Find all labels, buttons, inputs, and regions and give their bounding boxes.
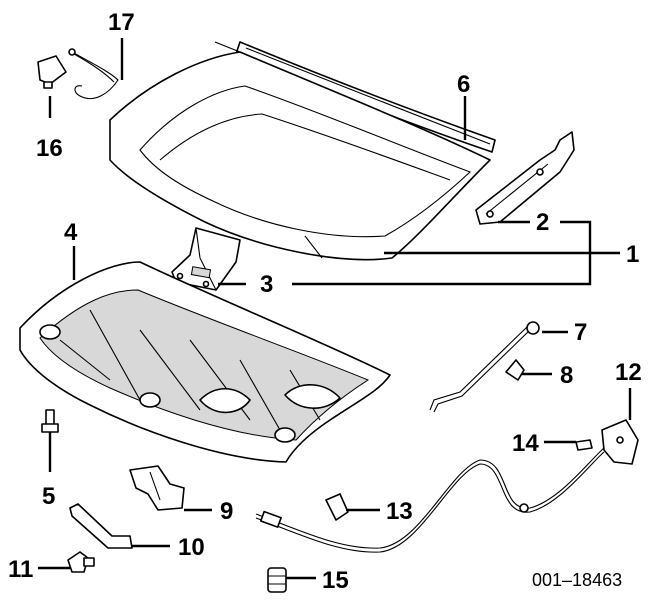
callout-9: 9 — [220, 498, 233, 525]
callout-4: 4 — [64, 219, 78, 246]
screw-part — [575, 439, 593, 451]
callout-6: 6 — [457, 71, 470, 98]
release-cable-part — [255, 447, 605, 553]
callout-14: 14 — [512, 430, 539, 457]
push-pin-part — [67, 551, 95, 573]
callout-10: 10 — [178, 534, 205, 561]
figure-code: 001–18463 — [532, 570, 622, 590]
callout-15: 15 — [322, 567, 349, 594]
hood-bolt-part — [41, 409, 59, 433]
cable-clip-part — [325, 493, 349, 521]
callout-13: 13 — [386, 498, 413, 525]
callout-12: 12 — [615, 359, 642, 386]
hood-latch-part — [37, 55, 67, 89]
callout-1: 1 — [626, 241, 639, 268]
leader-lines — [38, 38, 632, 580]
callout-11: 11 — [8, 556, 33, 583]
latch-cable-part — [68, 48, 119, 100]
prop-rod-grommet-part — [505, 359, 525, 381]
callout-8: 8 — [560, 362, 573, 389]
hood-panel-part — [109, 41, 491, 261]
hood-hinge-bracket-part — [171, 227, 241, 291]
hood-hinge-right-part — [475, 131, 575, 225]
callout-17: 17 — [108, 9, 135, 36]
latch-support-bracket-part — [129, 465, 185, 511]
callout-2: 2 — [536, 209, 549, 236]
release-handle-part — [601, 419, 639, 465]
callout-16: 16 — [36, 135, 63, 162]
hood-bumper-part — [267, 567, 287, 593]
callout-7: 7 — [574, 319, 587, 346]
prop-rod-part — [429, 321, 540, 413]
callout-5: 5 — [42, 483, 55, 510]
callout-3: 3 — [260, 271, 273, 298]
hood-inner-panel-part — [19, 261, 391, 463]
hood-support-part — [69, 503, 133, 549]
